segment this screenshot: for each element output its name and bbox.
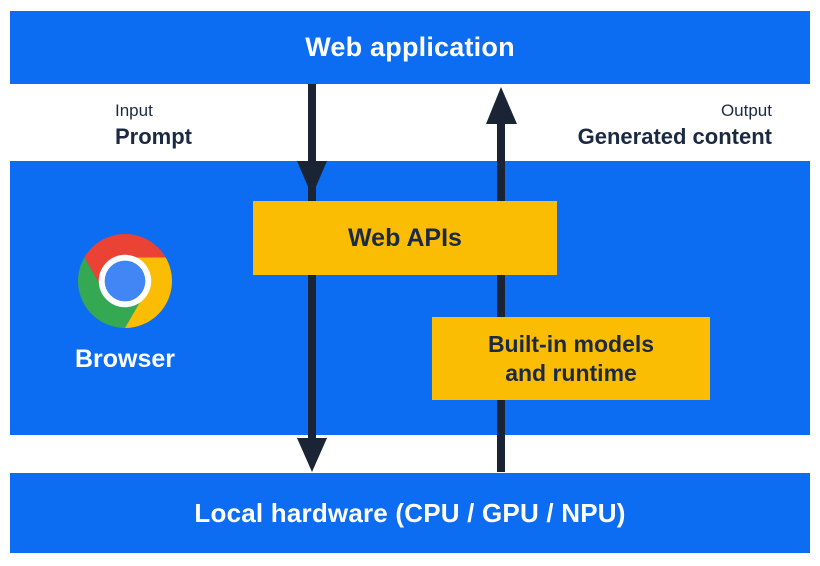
output-label-group: Output Generated content bbox=[578, 99, 772, 150]
prompt-down-arrow bbox=[297, 84, 327, 472]
output-value: Generated content bbox=[577, 124, 772, 149]
web-apis-label: Web APIs bbox=[348, 223, 462, 252]
web-application-layer: Web application bbox=[10, 11, 810, 84]
input-value: Prompt bbox=[115, 124, 192, 149]
input-label-group: Input Prompt bbox=[115, 99, 192, 150]
input-title: Input bbox=[115, 101, 153, 120]
builtin-models-label-line1: Built-in models bbox=[487, 330, 655, 357]
generated-content-up-arrow bbox=[486, 87, 517, 472]
local-hardware-label: Local hardware (CPU / GPU / NPU) bbox=[194, 497, 626, 528]
output-title: Output bbox=[720, 101, 772, 120]
builtin-models-label-line2: and runtime bbox=[505, 359, 637, 386]
web-application-label: Web application bbox=[305, 32, 515, 62]
local-hardware-layer: Local hardware (CPU / GPU / NPU) bbox=[10, 473, 810, 553]
browser-label: Browser bbox=[74, 345, 176, 373]
builtin-models-box: Built-in models and runtime bbox=[432, 317, 710, 400]
web-apis-box: Web APIs bbox=[253, 201, 557, 275]
chrome-logo-icon bbox=[78, 234, 172, 328]
